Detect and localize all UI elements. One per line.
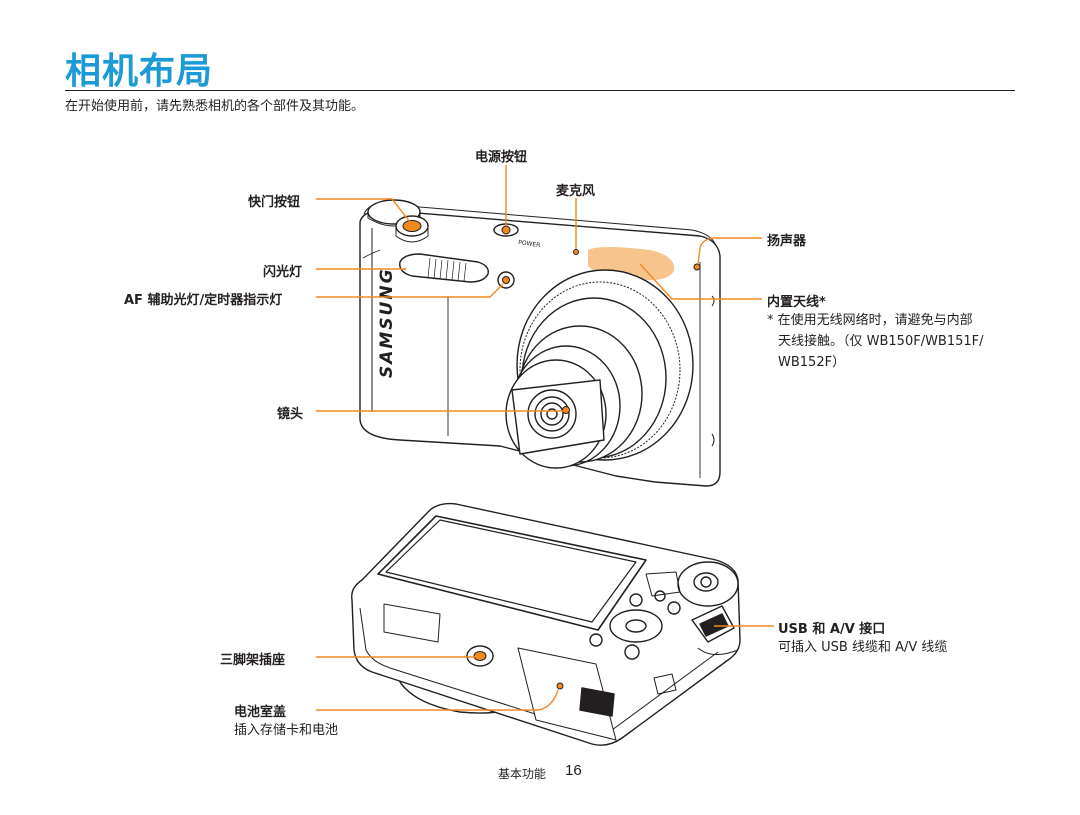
label-shutter-button: 快门按钮 <box>248 195 301 210</box>
lcd-screen <box>385 519 637 623</box>
lens <box>511 379 605 455</box>
footer-section: 基本功能 <box>498 767 547 781</box>
leader-antenna <box>639 263 762 300</box>
camera-back-view <box>351 502 741 746</box>
label-lens: 镜头 <box>277 407 304 422</box>
usb-av-note: 可插入 USB 线缆和 A/V 线缆 <box>778 640 948 655</box>
label-microphone: 麦克风 <box>556 184 596 199</box>
speaker <box>693 263 701 271</box>
label-tripod: 三脚架插座 <box>220 653 286 668</box>
svg-text:SAMSUNG: SAMSUNG <box>377 267 397 378</box>
battery-cover <box>517 647 617 741</box>
intro-text: 在开始使用前，请先熟悉相机的各个部件及其功能。 <box>65 99 365 114</box>
label-speaker: 扬声器 <box>767 234 807 249</box>
label-battery: 电池室盖 <box>234 705 287 720</box>
microphone <box>573 249 579 255</box>
camera-front-view: POWER SAMSUNG <box>359 199 721 487</box>
page-number: 16 <box>565 762 582 779</box>
svg-text:POWER: POWER <box>518 239 541 249</box>
nav-dial <box>609 609 663 643</box>
page-title: 相机布局 <box>65 51 214 92</box>
label-antenna: 内置天线* <box>767 295 826 310</box>
leader-speaker <box>697 237 762 265</box>
antenna-note-line-2: 天线接触。（仅 WB150F/WB151F/ <box>778 334 984 349</box>
leader-shutter <box>316 198 411 223</box>
label-af-lamp: AF 辅助光灯/定时器指示灯 <box>124 293 283 308</box>
leader-battery <box>316 689 559 711</box>
antenna-note-line-3: WB152F） <box>778 355 846 370</box>
flash-window <box>399 253 489 283</box>
leader-af-lamp <box>316 283 504 298</box>
label-power-button: 电源按钮 <box>475 150 528 165</box>
zoom-lever <box>677 561 739 607</box>
leader-lines <box>316 165 774 711</box>
label-usb-av: USB 和 A/V 接口 <box>778 622 886 637</box>
battery-note: 插入存储卡和电池 <box>234 723 339 738</box>
label-flash: 闪光灯 <box>263 265 303 280</box>
title-divider <box>65 90 1015 91</box>
antenna-note-line-1: * 在使用无线网络时，请避免与内部 <box>767 313 973 328</box>
